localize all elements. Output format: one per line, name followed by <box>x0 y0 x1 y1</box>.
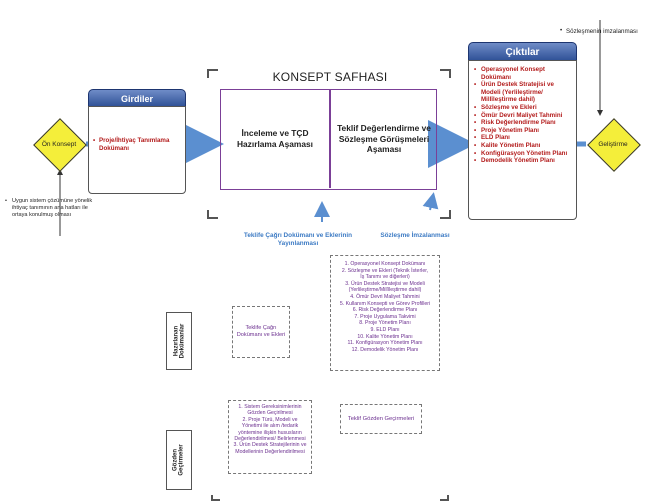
hazirlanan-item: 12. Demodelik Yönetim Planı <box>351 346 419 353</box>
decision-right: Geliştirme <box>586 117 641 172</box>
gozden-right-text: Teklif Gözden Geçirmeleri <box>347 416 415 422</box>
ciktilar-item: Ürün Destek Stratejisi ve Modeli (Yerlil… <box>473 81 573 104</box>
phase-divider <box>329 90 331 188</box>
ciktilar-item: Kalite Yönetim Planı <box>473 142 573 150</box>
left-note-text: Uygun sistem çözümüne yönelik ihtiyaç ta… <box>12 198 93 218</box>
ciktilar-item: Konfigürasyon Yönetim Planı <box>473 150 573 158</box>
hazirlanan-left-text: Teklife Çağrı Dokümanı ve Ekleri <box>236 325 286 338</box>
frame-corner-tr <box>440 69 451 78</box>
hazirlanan-left-box: Teklife Çağrı Dokümanı ve Ekleri <box>232 306 290 358</box>
milestone-left: Teklife Çağrı Dokümanı ve Eklerinin Yayı… <box>243 232 353 247</box>
hazirlanan-item: 5. Kullanım Konsepti ve Görev Profilleri <box>339 300 431 307</box>
ciktilar-item: Demodelik Yönetim Planı <box>473 157 573 165</box>
gozden-right-box: Teklif Gözden Geçirmeleri <box>340 404 422 434</box>
hazirlanan-label-box: Hazırlanan Dokümanlar <box>166 312 192 370</box>
gozden-left-box: 1. Sistem Gereksinimlerinin Gözden Geçir… <box>228 400 312 474</box>
phase-container: İnceleme ve TÇD Hazırlama Aşaması Teklif… <box>220 89 437 190</box>
phase-left: İnceleme ve TÇD Hazırlama Aşaması <box>236 128 314 149</box>
hazirlanan-item: 1. Operasyonel Konsept Dokümanı <box>344 261 426 267</box>
girdiler-panel: • Proje/İhtiyaç Tanımlama Dokümanı <box>88 106 186 194</box>
hazirlanan-item: 3. Ürün Destek Stratejisi ve Modeli <box>345 280 425 287</box>
hazirlanan-item: 9. ELD Planı <box>370 326 400 333</box>
gozden-label: Gözden Geçirmeler <box>173 444 186 476</box>
hazirlanan-right-box: 1. Operasyonel Konsept Dokümanı 2. Sözle… <box>330 255 440 371</box>
ciktilar-item: Proje Yönetim Planı <box>473 127 573 135</box>
frame-corner-tl <box>207 69 218 78</box>
gozden-item: 1. Sistem Gereksinimlerinin Gözden Geçir… <box>238 404 302 417</box>
gozden-item: 2. Proje Türü, Modeli ve Yönetimi ile al… <box>234 416 306 443</box>
ciktilar-item: Sözleşme ve Ekleri <box>473 104 573 112</box>
hazirlanan-list: 1. Operasyonel Konsept Dokümanı 2. Sözle… <box>331 261 439 353</box>
bottom-corner-right <box>440 495 449 501</box>
hazirlanan-item: 8. Proje Yönetim Planı <box>359 320 411 327</box>
right-note: •Sözleşmenin imzalanması <box>560 27 638 35</box>
decision-right-label: Geliştirme <box>598 140 628 148</box>
hazirlanan-label: Hazırlanan Dokümanlar <box>173 323 186 359</box>
hazirlanan-item: 11. Konfigürasyon Yönetim Planı <box>347 340 423 347</box>
milestone-arrow-right <box>422 192 439 211</box>
frame-corner-bl <box>207 210 218 219</box>
left-note: • Uygun sistem çözümüne yönelik ihtiyaç … <box>5 198 98 219</box>
ciktilar-header: Çıktılar <box>468 42 577 62</box>
hazirlanan-item: İş Tanımı ve diğerleri) <box>360 274 410 281</box>
bottom-corner-left <box>211 495 220 501</box>
girdiler-item: • Proje/İhtiyaç Tanımlama Dokümanı <box>93 137 170 152</box>
girdiler-item-text: Proje/İhtiyaç Tanımlama Dokümanı <box>99 137 170 152</box>
ciktilar-item: Risk Değerlendirme Planı <box>473 119 573 127</box>
gozden-item: 3. Ürün Destek Stratejilerinin ve Modell… <box>233 442 307 455</box>
right-note-text: Sözleşmenin imzalanması <box>566 28 638 35</box>
decision-left-label: Ön Konsept <box>41 140 77 148</box>
phase-right: Teklif Değerlendirme ve Sözleşme Görüşme… <box>337 123 431 154</box>
frame-corner-br <box>440 210 451 219</box>
hazirlanan-item: 7. Proje Uygulama Takvimi <box>354 313 416 320</box>
decision-left: Ön Konsept <box>32 117 87 172</box>
ciktilar-item: Ömür Devri Maliyet Tahmini <box>473 112 573 120</box>
ciktilar-item: ELD Planı <box>473 134 573 142</box>
hazirlanan-item: 10. Kalite Yönetim Planı <box>357 333 413 340</box>
page-title: KONSEPT SAFHASI <box>272 70 388 84</box>
hazirlanan-item: 6. Risk Değerlendirme Planı <box>352 307 418 314</box>
gozden-label-box: Gözden Geçirmeler <box>166 430 192 490</box>
hazirlanan-item: (Yerlileştirme/Millîleştirme dahil) <box>348 287 422 294</box>
ciktilar-list: Operasyonel Konsept Dokümanı Ürün Destek… <box>473 66 573 165</box>
milestone-right: Sözleşme İmzalanması <box>380 232 450 239</box>
ciktilar-panel: Operasyonel Konsept Dokümanı Ürün Destek… <box>468 60 577 220</box>
hazirlanan-item: 2. Sözleşme ve Ekleri (Teknik İsterler, <box>341 267 429 274</box>
hazirlanan-item: 4. Ömür Devri Maliyet Tahmini <box>350 293 420 300</box>
ciktilar-item: Operasyonel Konsept Dokümanı <box>473 66 573 81</box>
